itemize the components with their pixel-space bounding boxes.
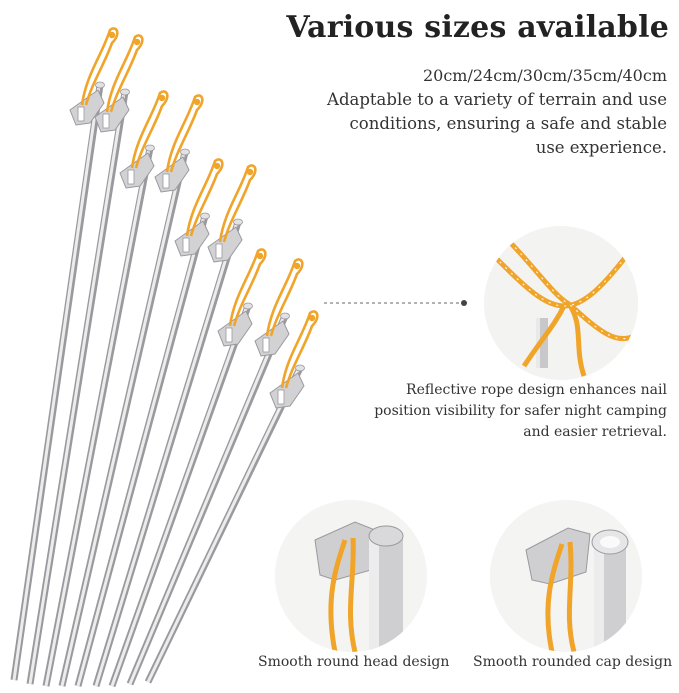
round-head-caption: Smooth round head design	[258, 654, 450, 670]
size-options: 20cm/24cm/30cm/35cm/40cm	[422, 66, 667, 85]
reflective-rope-detail	[484, 226, 638, 380]
rounded-cap-image	[490, 500, 642, 652]
tent-stake	[10, 27, 119, 681]
rope-caption: Reflective rope design enhances nail pos…	[374, 382, 667, 440]
round-head-detail	[275, 500, 427, 652]
tent-stake	[108, 248, 267, 688]
rounded-cap-detail	[490, 500, 642, 652]
tent-stake	[92, 164, 257, 688]
tent-stake	[144, 310, 319, 684]
rope-detail-image	[484, 226, 638, 380]
tent-stake	[126, 258, 304, 686]
tent-stake	[74, 158, 224, 687]
rounded-cap-caption: Smooth rounded cap design	[473, 654, 673, 670]
round-head-image	[275, 500, 427, 652]
tent-stake	[26, 34, 144, 685]
tent-stake	[58, 94, 204, 687]
callout-pointer	[324, 300, 467, 306]
tent-stakes-illustration	[10, 27, 319, 688]
page-title: Various sizes available	[286, 10, 669, 45]
description-text: Adaptable to a variety of terrain and us…	[327, 90, 667, 157]
tent-stake	[42, 90, 169, 687]
